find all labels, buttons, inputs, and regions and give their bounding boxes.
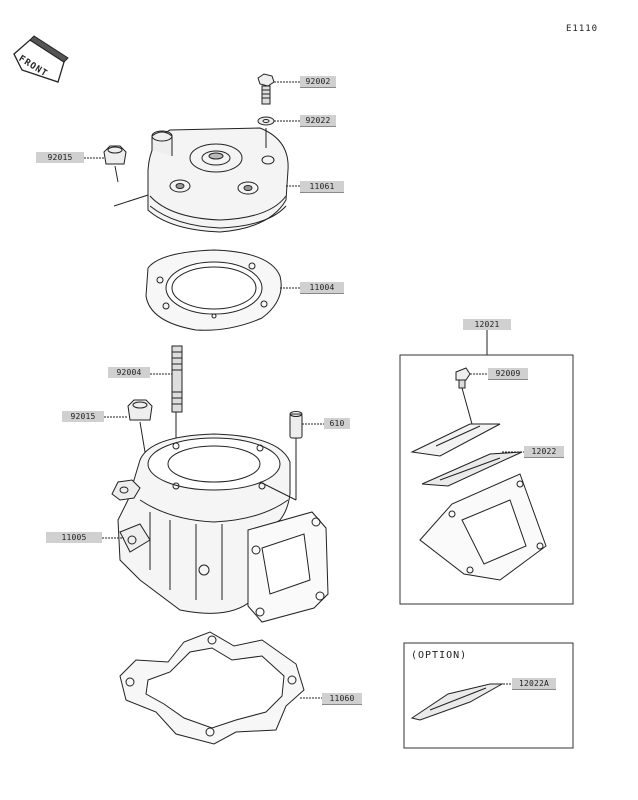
- front-arrow-icon: [13, 35, 69, 83]
- callout-92004: 92004: [108, 367, 150, 378]
- callout-11061: 11061: [300, 181, 344, 193]
- washer-92022: [257, 116, 300, 126]
- cylinder-head-11061: [147, 127, 300, 233]
- callout-610: 610: [324, 418, 350, 429]
- callout-92015-top: 92015: [36, 152, 84, 163]
- option-label: (OPTION): [411, 650, 468, 661]
- figure-code: E1110: [566, 24, 599, 34]
- callout-12022A: 12022A: [512, 678, 556, 690]
- cylinder-11005: [102, 433, 329, 623]
- callout-92009: 92009: [488, 368, 528, 380]
- option-box: [403, 642, 574, 749]
- callout-11060: 11060: [322, 693, 362, 705]
- callout-12022: 12022: [524, 446, 564, 458]
- dowel-pin-610: [289, 411, 324, 500]
- callout-12021: 12021: [463, 319, 511, 330]
- head-bolt-92002: [257, 73, 300, 105]
- callout-11004: 11004: [300, 282, 344, 294]
- callout-92022: 92022: [300, 115, 336, 127]
- stud-92004: [150, 345, 183, 470]
- base-gasket-11060: [119, 631, 322, 745]
- callout-11005: 11005: [46, 532, 102, 543]
- head-gasket-11004: [145, 249, 300, 331]
- reed-valve-box: [399, 330, 574, 605]
- callout-92015-mid: 92015: [62, 411, 104, 422]
- callout-92002: 92002: [300, 76, 336, 88]
